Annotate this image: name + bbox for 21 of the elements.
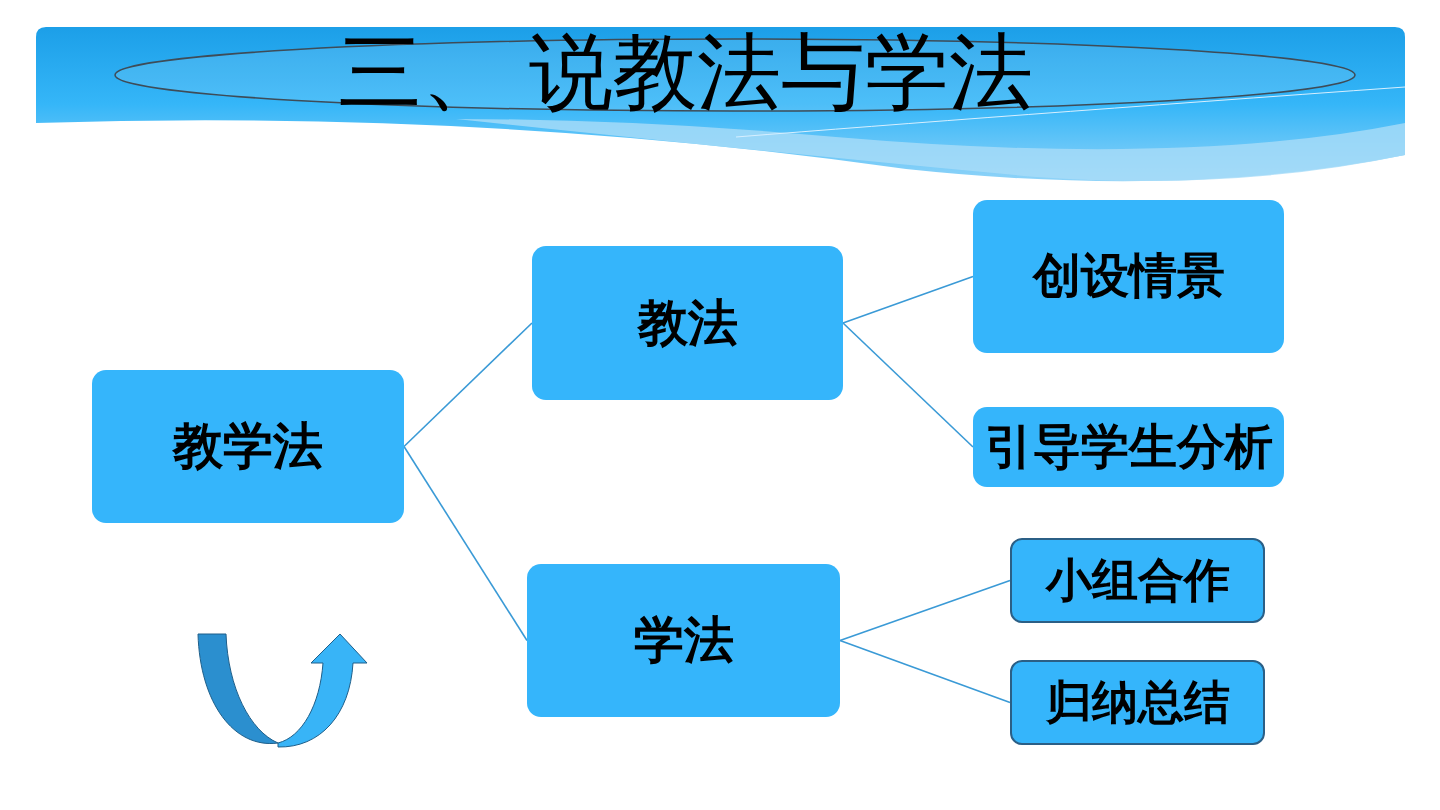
connector-line — [839, 579, 1011, 642]
connector-line — [839, 639, 1011, 704]
process-box — [1010, 538, 1265, 623]
connector-line — [842, 275, 974, 324]
process-box — [92, 370, 404, 523]
node-label: 归纳总结 — [1045, 677, 1230, 728]
node-label: 创设情景 — [1032, 250, 1225, 303]
process-box — [532, 246, 843, 400]
slide-title: 三、 说教法与学法 — [338, 26, 1034, 119]
node-label: 教学法 — [173, 419, 323, 474]
process-box — [973, 407, 1284, 487]
node-label: 学法 — [633, 613, 734, 668]
process-box — [973, 200, 1284, 353]
connector-line — [403, 322, 533, 448]
process-box — [527, 564, 840, 717]
connector-line — [403, 445, 528, 642]
node-label: 引导学生分析 — [984, 420, 1273, 474]
node-label: 小组合作 — [1045, 555, 1230, 606]
process-box — [1010, 660, 1265, 745]
node-label: 教法 — [637, 295, 738, 351]
connector-line — [842, 322, 974, 448]
